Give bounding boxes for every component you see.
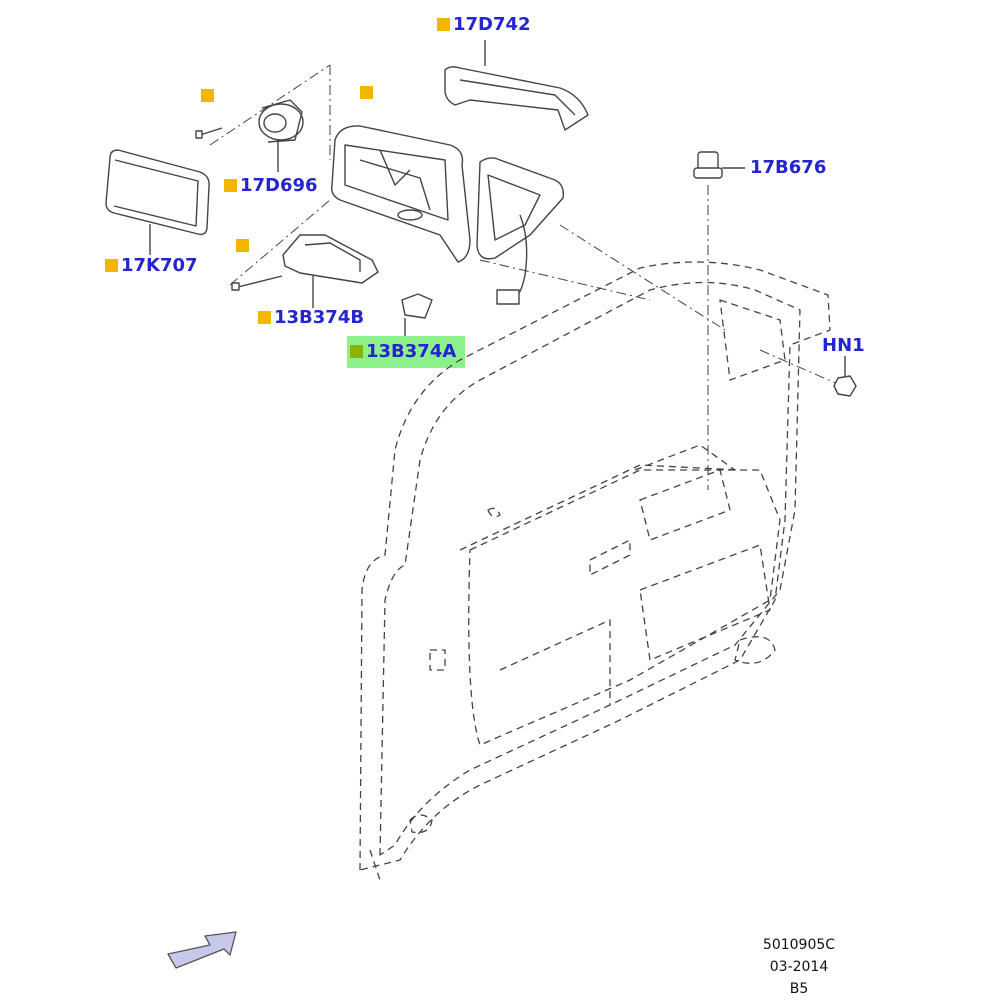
mirror-motor-part (195, 99, 304, 172)
selected-part-highlight (347, 336, 465, 368)
marker-square (437, 18, 450, 31)
connector-part (693, 151, 745, 179)
callout-13b374a[interactable]: 13B374A (350, 341, 456, 362)
direction-arrow-icon (167, 931, 237, 969)
mirror-base-part (476, 157, 565, 305)
callout-13b374b[interactable]: 13B374B (258, 307, 364, 328)
mirror-housing-part (330, 125, 471, 263)
callout-17k707[interactable]: 17K707 (105, 255, 198, 276)
marker-square (350, 345, 363, 358)
door-outline (359, 261, 831, 881)
callout-17d742[interactable]: 17D742 (437, 14, 531, 35)
diagram-date: 03-2014 (769, 959, 829, 975)
marker-square (258, 311, 271, 324)
fastener-marker (236, 239, 249, 252)
alignment-lines (209, 64, 841, 490)
mirror-glass-part (105, 149, 210, 255)
marker-square (224, 179, 237, 192)
fastener-marker (201, 89, 214, 102)
mirror-cap-part (444, 40, 589, 131)
diagram-ref: B5 (789, 981, 809, 997)
callout-17d696[interactable]: 17D696 (224, 175, 318, 196)
marker-square (105, 259, 118, 272)
fastener-marker (360, 86, 373, 99)
nut-part (833, 356, 857, 397)
bracket-a-part (401, 293, 433, 336)
callout-17b676[interactable]: 17B676 (750, 157, 827, 178)
bracket-b-part (231, 234, 379, 308)
callout-hn1[interactable]: HN1 (822, 335, 865, 356)
diagram-code: 5010905C (762, 937, 836, 953)
